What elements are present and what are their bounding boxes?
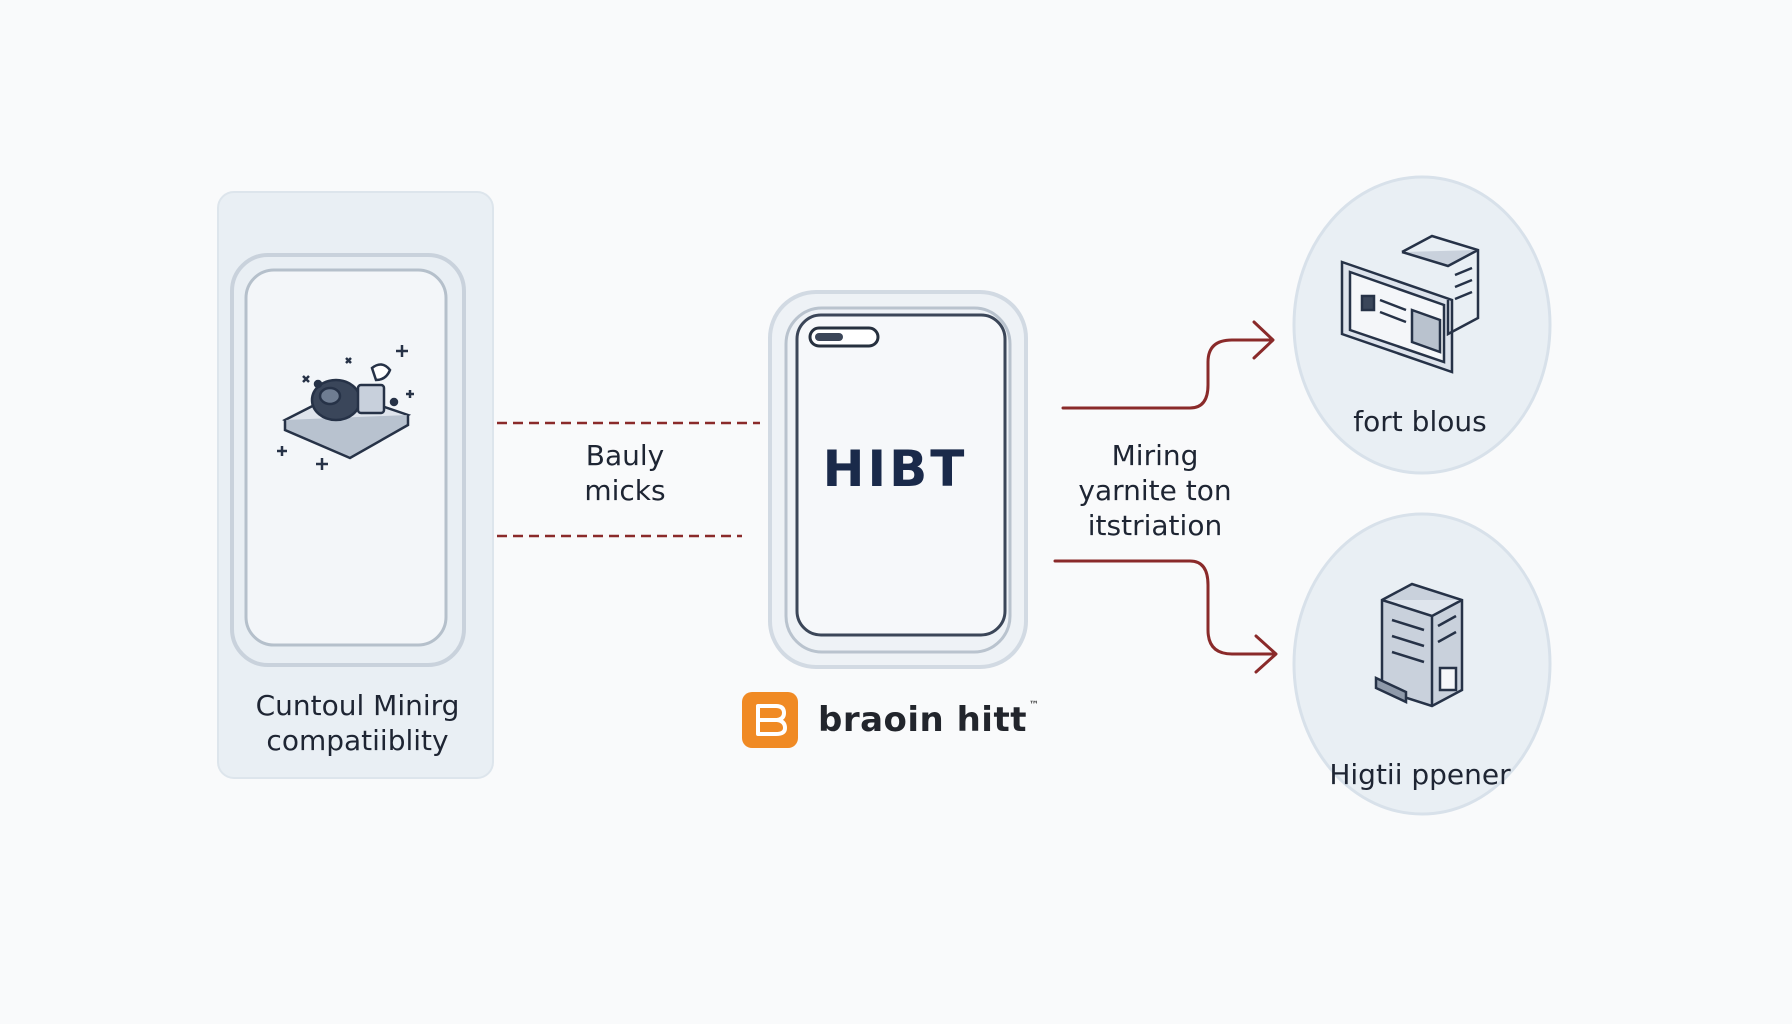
monitor-server-icon bbox=[1340, 234, 1480, 374]
phone-device bbox=[768, 290, 1028, 669]
dashed-connectors bbox=[497, 421, 760, 538]
mid-label-line2: micks bbox=[584, 474, 666, 507]
brand-logo-icon bbox=[742, 692, 798, 748]
right-label-line3: itstriation bbox=[1087, 509, 1223, 542]
top-target-caption: fort blous bbox=[1353, 405, 1487, 438]
left-caption-line1: Cuntoul Minirg bbox=[255, 689, 460, 722]
brand-trademark: ™ bbox=[1028, 700, 1040, 711]
bottom-target-caption: Higtii ppener bbox=[1329, 758, 1511, 791]
server-building-icon bbox=[1374, 582, 1464, 708]
right-link-label: Miring yarnite ton itstriation bbox=[1060, 438, 1250, 543]
brand-name-text: braoin hitt bbox=[818, 700, 1027, 740]
mid-label-line1: Bauly bbox=[585, 439, 665, 472]
phone-notch bbox=[808, 326, 880, 348]
mining-device-icon bbox=[277, 345, 414, 470]
phone-screen-text: HIBT bbox=[822, 440, 968, 498]
right-label-line1: Miring bbox=[1111, 439, 1199, 472]
right-label-line2: yarnite ton bbox=[1078, 474, 1232, 507]
arrow-to-bottom bbox=[1053, 559, 1277, 656]
left-panel-caption: Cuntoul Minirg compatiiblity bbox=[215, 688, 500, 758]
red-arrows bbox=[1053, 320, 1278, 674]
arrow-to-top bbox=[1061, 338, 1274, 410]
left-caption-line2: compatiiblity bbox=[266, 724, 449, 757]
middle-link-label: Bauly micks bbox=[560, 438, 690, 508]
